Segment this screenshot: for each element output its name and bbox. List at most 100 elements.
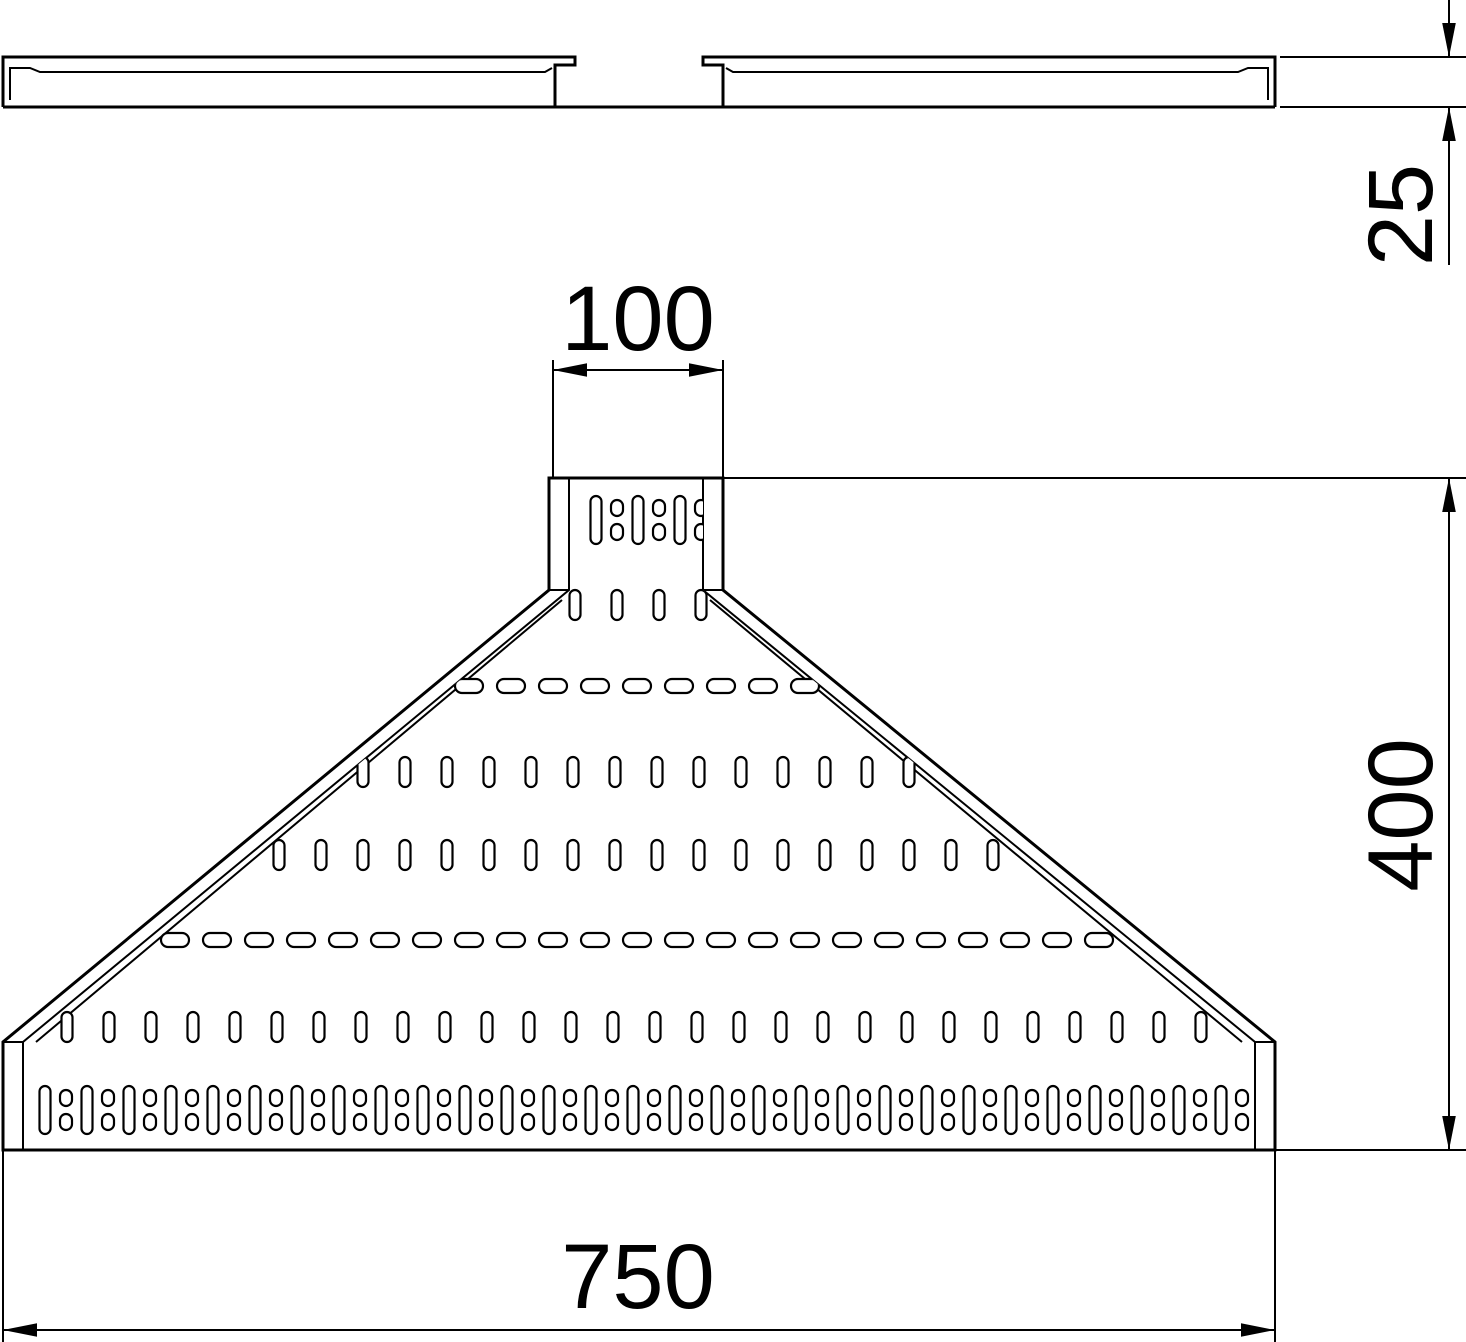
perforation-slot [663, 931, 695, 949]
perforation-slot [1066, 1088, 1082, 1108]
dimension-label-25: 25 [1350, 164, 1452, 266]
perforation-slot [860, 838, 874, 872]
perforation-slot [1024, 1112, 1040, 1132]
perforation-slot [411, 931, 443, 949]
perforation-slot [606, 1010, 620, 1044]
perforation-slot [999, 931, 1031, 949]
perforation-slot [589, 494, 603, 546]
perforation-slot [1004, 1084, 1018, 1136]
perforation-slot [663, 677, 695, 695]
perforation-slot [986, 838, 1000, 872]
perforation-slot [453, 931, 485, 949]
perforation-slot [520, 1112, 536, 1132]
perforation-slot [610, 588, 624, 622]
perforation-slot [646, 1088, 662, 1108]
perforation-slot [631, 494, 645, 546]
perforation-slot [458, 1084, 472, 1136]
perforation-slot [332, 1084, 346, 1136]
perforation-slot [940, 1088, 956, 1108]
perforation-slot [982, 1088, 998, 1108]
perforation-slot [440, 755, 454, 789]
perforation-slot [789, 931, 821, 949]
perforation-slot [1234, 1088, 1250, 1108]
dimension-neck-width: 100 [552, 268, 724, 478]
perforation-slot [60, 1010, 74, 1044]
perforation-slot [38, 1084, 52, 1136]
dimension-label-100: 100 [561, 268, 715, 370]
perforation-slot [394, 1112, 410, 1132]
perforation-slot [1068, 1010, 1082, 1044]
perforation-slot [144, 1010, 158, 1044]
perforation-slot [873, 931, 905, 949]
perforation-slot [478, 1112, 494, 1132]
perforation-slot [270, 1010, 284, 1044]
perforation-slot [1150, 1088, 1166, 1108]
perforation-slot [878, 1084, 892, 1136]
perforation-slot [692, 755, 706, 789]
perforation-slot [774, 1010, 788, 1044]
perforation-slot [1088, 1084, 1102, 1136]
perforation-slot [537, 931, 569, 949]
perforation-slot [206, 1084, 220, 1136]
perforation-slot [356, 838, 370, 872]
perforation-slot [436, 1088, 452, 1108]
perforation-slot [562, 1088, 578, 1108]
perforation-slot [856, 1112, 872, 1132]
perforation-slot [673, 494, 687, 546]
perforation-slot [814, 1112, 830, 1132]
perforation-slot [1172, 1084, 1186, 1136]
perforation-slot [584, 1084, 598, 1136]
perforation-slot [1108, 1088, 1124, 1108]
perforation-slot [747, 931, 779, 949]
perforation-slot [356, 755, 370, 789]
perforation-slot [396, 1010, 410, 1044]
perforation-slot [621, 931, 653, 949]
perforation-slot [693, 498, 709, 518]
perforation-slot [705, 931, 737, 949]
perforation-slot [772, 1112, 788, 1132]
perforation-slot [184, 1088, 200, 1108]
perforation-slot [1234, 1112, 1250, 1132]
perforation-slot [268, 1088, 284, 1108]
perforation-slot [58, 1112, 74, 1132]
perforation-slot [818, 838, 832, 872]
perforation-slot [732, 1010, 746, 1044]
perforation-slot [579, 931, 611, 949]
perforation-slot [902, 838, 916, 872]
perforation-slot [416, 1084, 430, 1136]
perforation-slot [1192, 1112, 1208, 1132]
perforation-slot [651, 498, 667, 518]
perforation-slot [480, 1010, 494, 1044]
perforation-slot [957, 931, 989, 949]
perforation-slot [1083, 931, 1115, 949]
perforation-slot [564, 1010, 578, 1044]
perforation-slot [1024, 1088, 1040, 1108]
perforation-slot [710, 1084, 724, 1136]
perforation-slot [58, 1088, 74, 1108]
perforation-slot [243, 931, 275, 949]
perforation-slot [369, 931, 401, 949]
perforation-slot [856, 1088, 872, 1108]
perforation-slot [940, 1112, 956, 1132]
perforation-slot [100, 1088, 116, 1108]
perforation-slot [604, 1088, 620, 1108]
dimension-height-side: 25 [1280, 0, 1466, 266]
perforation-slot [164, 1084, 178, 1136]
perforation-slot [159, 931, 191, 949]
perforation-slot [201, 931, 233, 949]
perforation-slot [1046, 1084, 1060, 1136]
perforation-slot [898, 1088, 914, 1108]
perforation-slot [102, 1010, 116, 1044]
perforation-slot [500, 1084, 514, 1136]
perforation-slot [1214, 1084, 1228, 1136]
perforation-slot [453, 677, 485, 695]
perforation-slot [962, 1084, 976, 1136]
perforation-slot [398, 838, 412, 872]
perforation-slot [772, 1088, 788, 1108]
perforation-slot [542, 1084, 556, 1136]
perforation-slot [312, 1010, 326, 1044]
perforation-slot [858, 1010, 872, 1044]
perforation-slot [730, 1112, 746, 1132]
perforation-slot [609, 522, 625, 542]
